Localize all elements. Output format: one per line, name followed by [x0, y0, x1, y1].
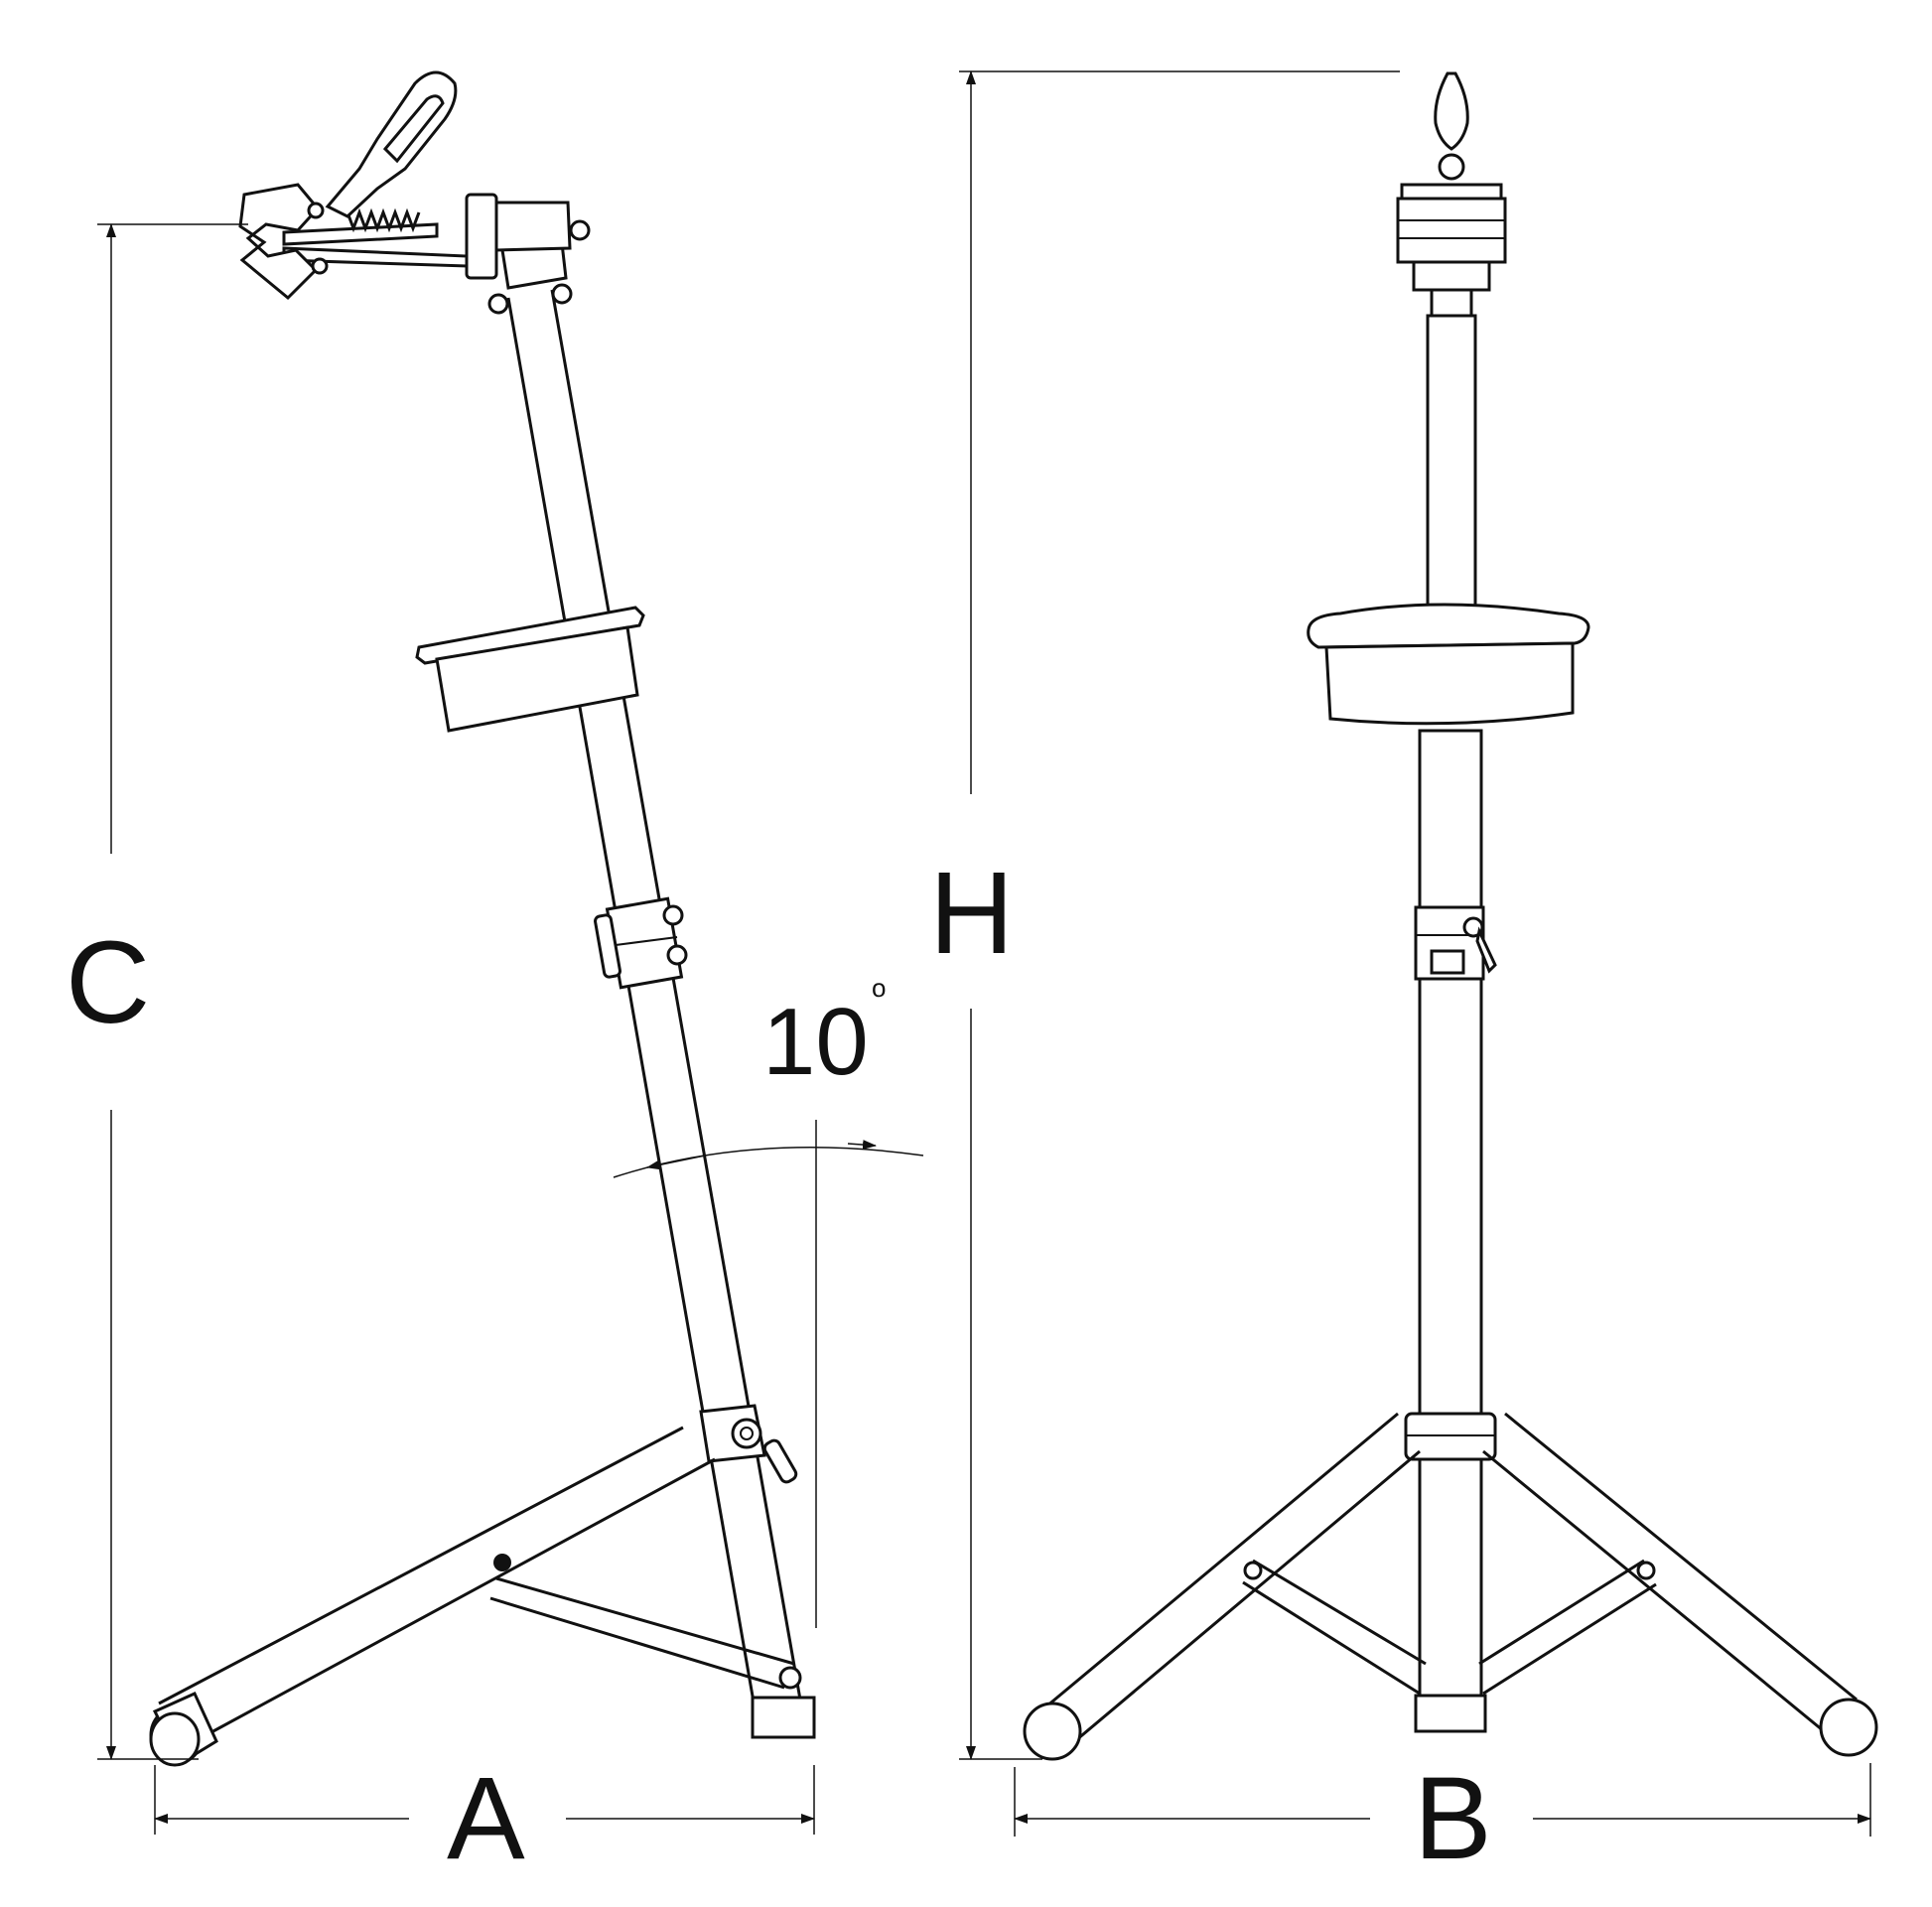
side-middle-clamp [594, 896, 688, 990]
dimension-label-a: A [447, 1753, 525, 1884]
front-center-foot [1414, 1694, 1487, 1733]
angle-unit: o [872, 973, 886, 1003]
angle-indicator: 10 o [613, 973, 924, 1628]
front-main-tube [1418, 314, 1483, 1725]
side-clamp-head [238, 70, 591, 315]
dimension-c: C [66, 223, 248, 1760]
front-middle-clamp [1414, 905, 1497, 981]
front-clamp-knob [1396, 71, 1507, 318]
angle-value: 10 [762, 989, 869, 1095]
dimension-a: A [154, 1753, 815, 1884]
front-tool-tray [1307, 603, 1590, 726]
dimension-label-h: H [929, 848, 1014, 979]
dimension-h: H [929, 70, 1400, 1760]
front-leg-hub [1404, 1412, 1497, 1461]
front-left-leg [1023, 1412, 1427, 1761]
side-tool-tray [415, 606, 645, 733]
dimension-label-c: C [66, 917, 150, 1048]
side-view-stand [149, 70, 816, 1767]
side-main-tube [506, 289, 802, 1708]
dimension-label-b: B [1414, 1753, 1492, 1884]
front-right-leg [1478, 1412, 1878, 1757]
side-rear-foot [751, 1696, 816, 1739]
front-view-stand [1023, 71, 1878, 1761]
side-front-leg [149, 1426, 802, 1767]
side-leg-collar [699, 1404, 798, 1484]
dimension-b: B [1014, 1753, 1871, 1884]
